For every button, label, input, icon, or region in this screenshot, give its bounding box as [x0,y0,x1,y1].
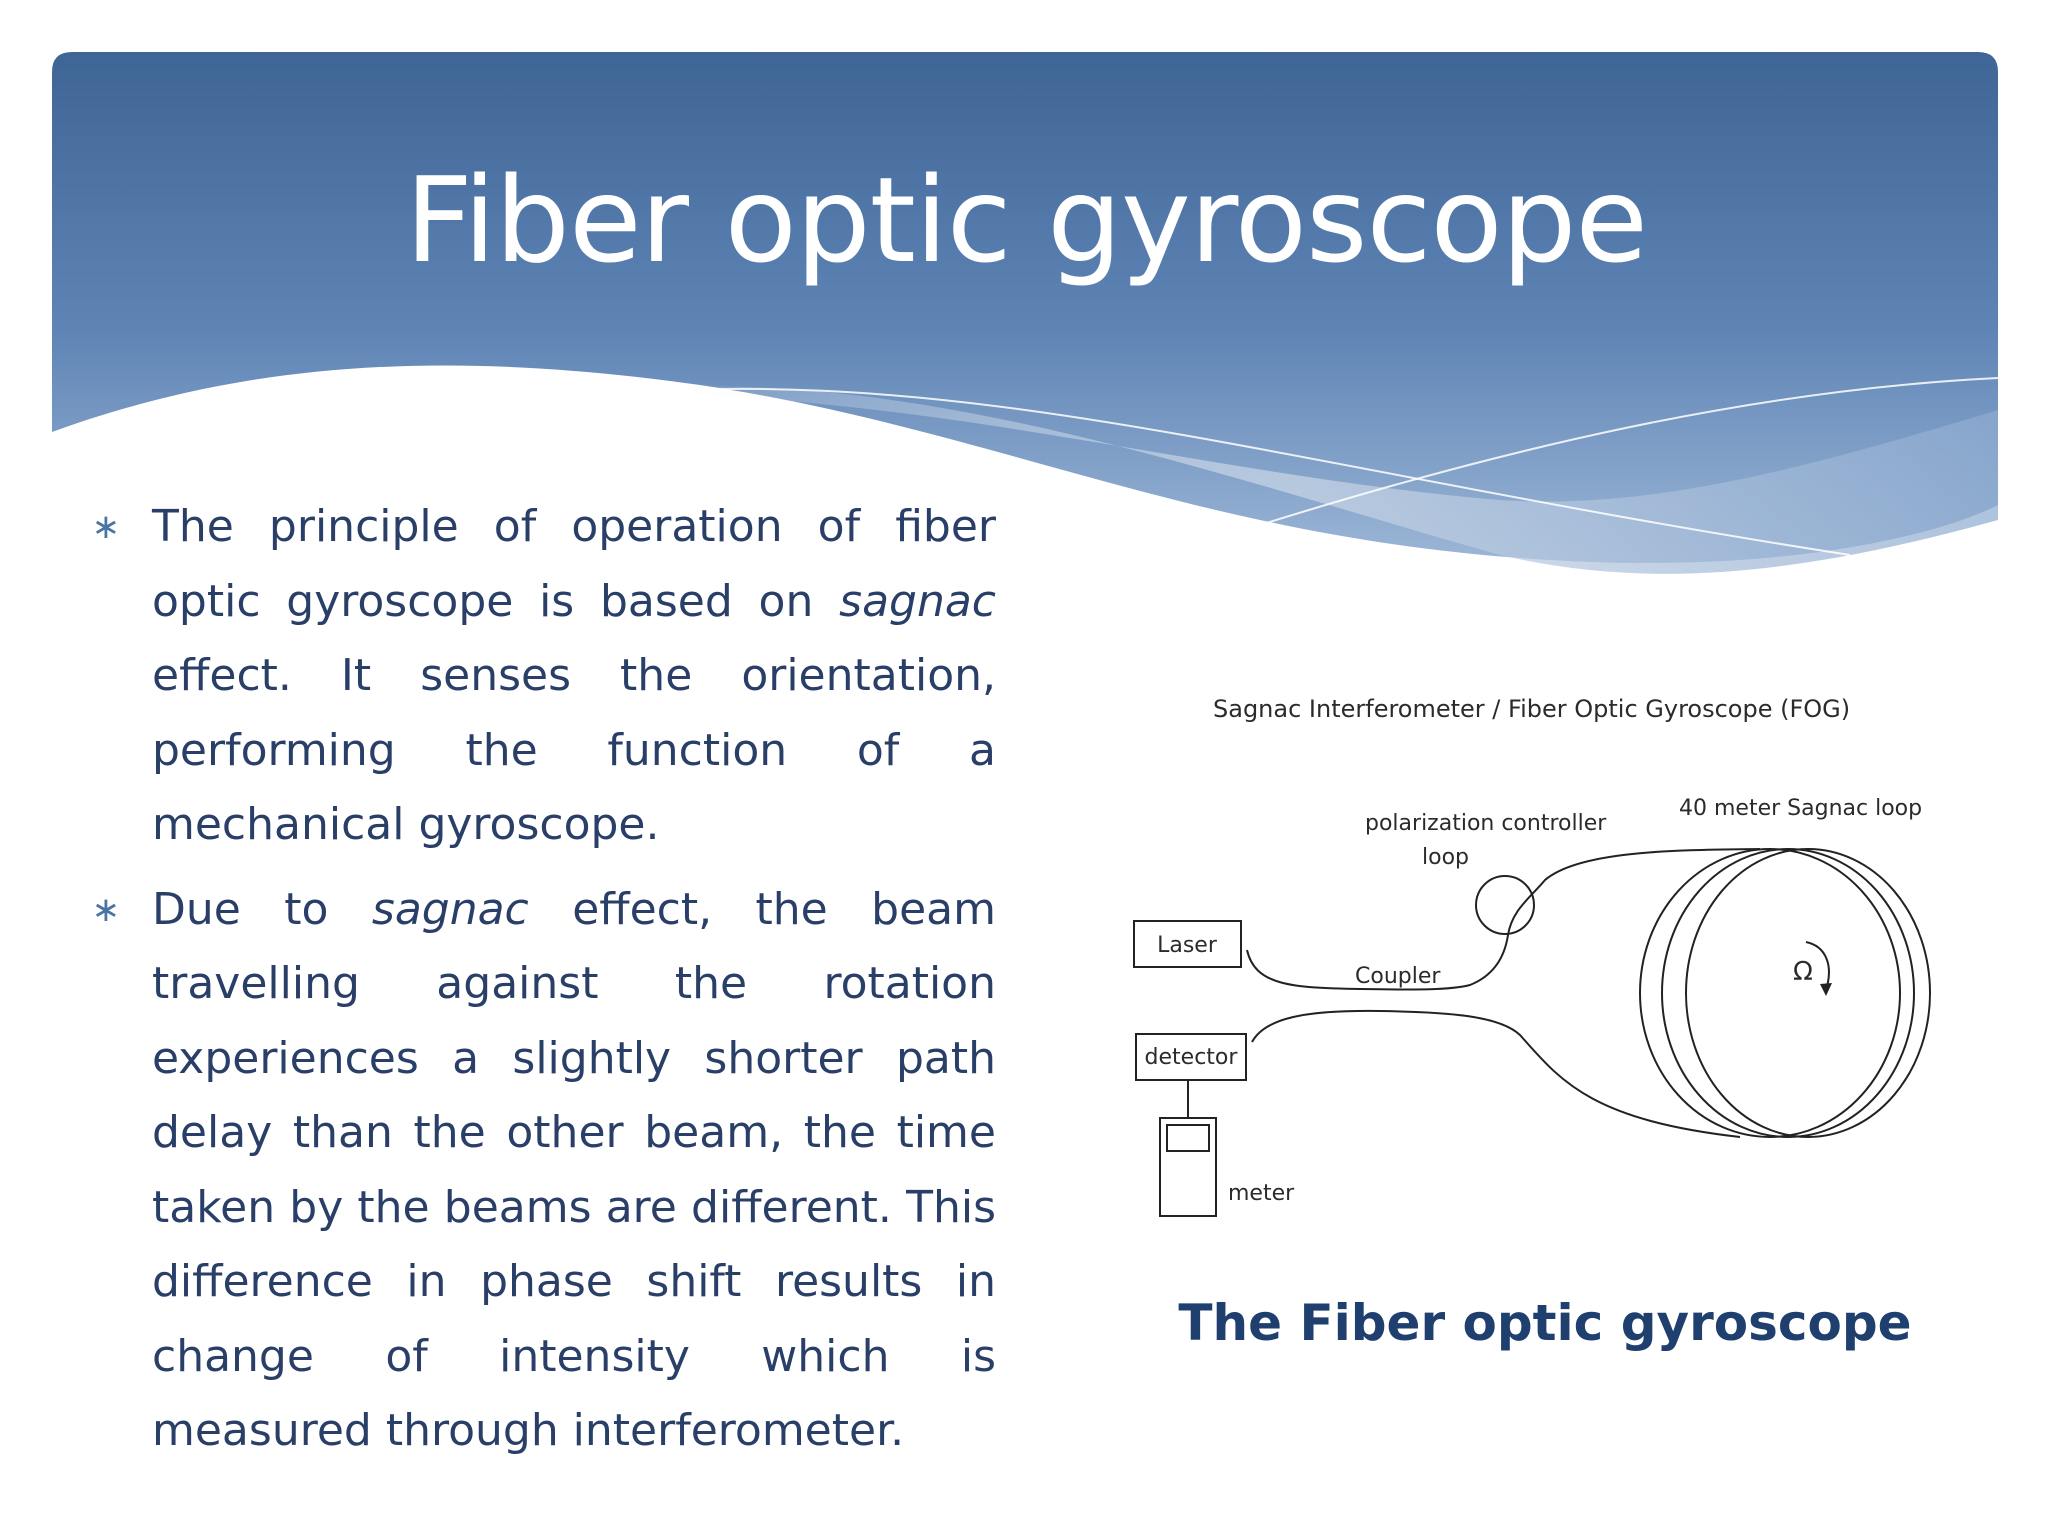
bullet-text: The principle of operation of fiber opti… [152,501,996,850]
fiber-lower [1251,1009,1741,1138]
bullet-item: ∗ The principle of operation of fiber op… [86,490,996,863]
polarization-loop-label: loop [1422,845,1469,870]
header-wave-background [52,52,1999,574]
sagnac-loop-label: 40 meter Sagnac loop [1679,796,1922,821]
laser-box: Laser [1133,920,1242,968]
detector-label: detector [1145,1045,1239,1070]
bullet-item: ∗ Due to sagnac effect, the beam travell… [86,873,996,1469]
detector-box: detector [1135,1033,1247,1081]
laser-label: Laser [1157,933,1218,958]
sagnac-coil [1639,848,1931,1138]
header-wave-light [600,386,1998,574]
header-band [52,52,1998,563]
polarization-controller-label: polarization controller [1365,811,1607,836]
omega-label: Ω [1793,957,1813,987]
diagram-title: Sagnac Interferometer / Fiber Optic Gyro… [1213,695,1850,723]
fog-diagram: Sagnac Interferometer / Fiber Optic Gyro… [1133,695,1931,1217]
slide-title: Fiber optic gyroscope [404,151,1648,289]
bullet-list: ∗ The principle of operation of fiber op… [86,490,996,1479]
header-wave-line-2 [1259,377,1999,526]
asterisk-bullet-icon: ∗ [91,889,121,930]
rotation-arrowhead [1820,983,1832,996]
polarization-loop [1475,875,1535,935]
header-wave-line-1 [639,387,1851,556]
fiber-upper [1246,848,1761,991]
meter-device [1159,1117,1217,1217]
rotation-arrow-icon [1805,941,1830,991]
bullet-text: Due to sagnac effect, the beam travellin… [152,883,996,1457]
meter-label: meter [1228,1181,1295,1206]
diagram-caption: The Fiber optic gyroscope [1178,1294,1912,1352]
coupler-label: Coupler [1355,964,1441,989]
asterisk-bullet-icon: ∗ [91,507,121,547]
